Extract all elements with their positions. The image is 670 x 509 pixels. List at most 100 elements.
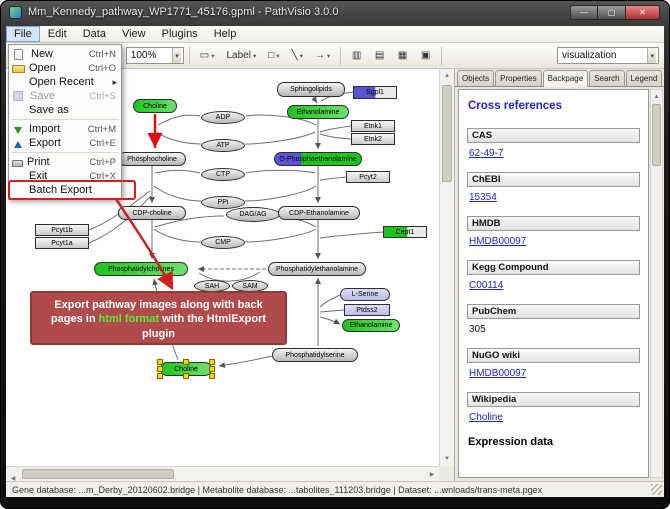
scroll-down-arrow[interactable]: ▼ [444,456,450,462]
canvas-horizontal-scrollbar[interactable]: ◀ ▶ [6,466,439,482]
shape-tool[interactable]: □▾ [263,46,284,66]
selection-handle[interactable] [183,373,189,379]
file-menu-item-save-as[interactable]: Save as [9,103,121,117]
title-bar[interactable]: Mm_Kennedy_pathway_WP1771_45176.gpml - P… [0,0,670,26]
tab-objects[interactable]: Objects [457,70,495,86]
node-ptdss2[interactable]: Ptdss2 [344,304,390,316]
stack-horizontal-button[interactable]: ▦ [392,46,413,66]
menu-help[interactable]: Help [213,28,237,40]
node-choline[interactable]: Choline [133,99,177,113]
xref-header: PubChem [467,304,640,319]
menu-plugins[interactable]: Plugins [161,28,198,40]
xref-link[interactable]: HMDB00097 [469,236,527,247]
callout-text-after: with the HtmlExport plugin [142,313,267,340]
selection-handle[interactable] [209,366,215,372]
node-l-serine[interactable]: L-Serine [340,288,390,301]
tab-legend[interactable]: Legend [625,70,663,86]
menu-file[interactable]: File [6,26,40,42]
node-atp[interactable]: ATP [201,139,245,152]
node-phosphatidylcholines[interactable]: Phosphatidylcholines [94,262,188,276]
scroll-up-arrow[interactable]: ▲ [444,73,450,79]
node-ethanolamine[interactable]: Ethanolamine [342,319,400,332]
datanode-tool[interactable]: ▭▾ [195,46,220,66]
scroll-up-arrow[interactable]: ▲ [653,94,660,100]
node-pcyt1b[interactable]: Pcyt1b [35,224,89,236]
visualization-combobox[interactable]: visualization ▾ [557,47,659,64]
node-sphingolipids[interactable]: Sphingolipids [277,82,345,97]
node-dag-ag[interactable]: DAG/AG [226,207,280,222]
minimize-button[interactable]: — [570,5,598,20]
xref-link[interactable]: 15354 [469,192,497,203]
resize-grip[interactable] [651,484,662,495]
node-sgpl1[interactable]: Sgpl1 [353,86,397,99]
menu-item-shortcut: Ctrl+S [89,90,116,102]
node-cept1[interactable]: Cept1 [383,226,427,238]
selection-handle[interactable] [209,373,215,379]
maximize-button[interactable]: ▢ [598,5,626,20]
xref-link[interactable]: 62-49-7 [469,148,504,159]
node-etnk2[interactable]: Etnk2 [351,133,395,145]
node-o-phosphoethanolamine[interactable]: O-Phosphoethanolamine [274,152,362,166]
tab-backpage[interactable]: Backpage [542,70,589,87]
scroll-right-arrow[interactable]: ▶ [429,471,435,478]
file-menu-item-open-recent[interactable]: Open Recent▸ [9,75,121,89]
xref-header: CAS [467,128,640,143]
node-phosphocholine[interactable]: Phosphocholine [118,152,186,166]
selection-handle[interactable] [183,359,189,365]
stack-vertical-button[interactable]: ▣ [415,46,436,66]
node-ppi[interactable]: PPi [201,196,245,209]
line-tool[interactable]: ╲▾ [287,46,308,66]
node-etnk1[interactable]: Etnk1 [351,120,395,132]
align-vertical-button[interactable]: ▤ [369,46,390,66]
scrollbar-thumb[interactable] [442,85,452,182]
node-ctp[interactable]: CTP [201,168,245,181]
scrollbar-thumb[interactable] [652,104,661,166]
node-phosphatidylethanolamine[interactable]: Phosphatidylethanolamine [268,262,366,276]
xref-link[interactable]: Choline [469,412,503,423]
tab-search[interactable]: Search [589,70,625,86]
node-cdp-choline[interactable]: CDP-choline [118,206,186,220]
node-adp[interactable]: ADP [201,111,245,124]
node-cdp-ethanolamine[interactable]: CDP-Ethanolamine [278,206,360,220]
label-tool[interactable]: Label▾ [221,46,261,66]
xref-link[interactable]: C00114 [469,280,504,291]
xref-link[interactable]: HMDB00097 [469,368,527,379]
scroll-left-arrow[interactable]: ◀ [10,476,16,482]
menu-view[interactable]: View [121,28,146,40]
node-phosphatidylserine[interactable]: Phosphatidylserine [272,348,358,362]
selection-handle[interactable] [209,359,215,365]
file-menu-item-batch-export[interactable]: Batch Export [9,183,121,197]
node-pcyt1a[interactable]: Pcyt1a [35,237,89,249]
chevron-down-icon: ▾ [276,52,280,60]
selection-handle[interactable] [157,359,163,365]
menu-item-shortcut: Ctrl+X [89,170,116,182]
chevron-down-icon[interactable]: ▾ [172,48,181,63]
selection-handle[interactable] [157,373,163,379]
canvas-vertical-scrollbar[interactable]: ▲ ▼ [439,69,454,466]
tab-properties[interactable]: Properties [495,70,542,86]
menu-data[interactable]: Data [82,28,106,40]
align-horizontal-button[interactable]: ▥ [346,46,367,66]
menu-edit[interactable]: Edit [47,28,67,40]
zoom-combobox[interactable]: 100% ▾ [125,47,184,64]
node-ethanolamine[interactable]: Ethanolamine [287,105,349,119]
chevron-down-icon[interactable]: ▾ [647,48,656,63]
close-button[interactable]: ✕ [626,5,660,20]
xref-header: Wikipedia [467,392,640,407]
node-pcyt2[interactable]: Pcyt2 [346,171,390,183]
node-cmp[interactable]: CMP [201,236,245,249]
scrollbar-thumb[interactable] [22,469,174,479]
selection-handle[interactable] [157,366,163,372]
connector-tool[interactable]: →▾ [310,46,335,66]
panel-scrollbar[interactable]: ▲ [650,89,663,478]
